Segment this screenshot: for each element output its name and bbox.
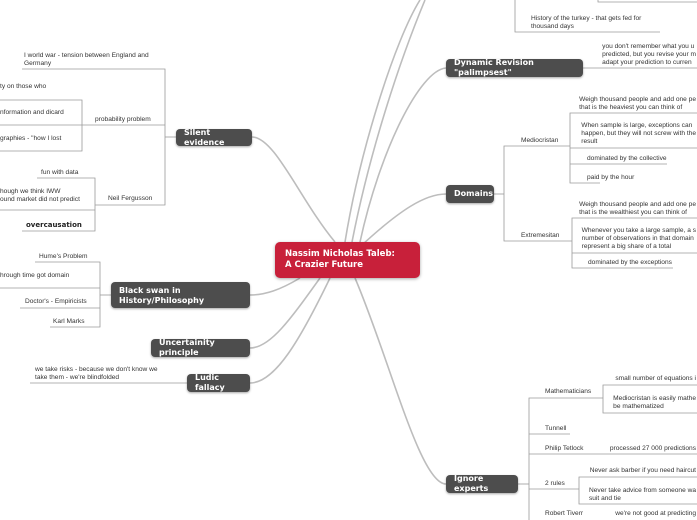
leaf-text: Mediocristan is easily mathe (613, 395, 696, 402)
topic-ignore-experts[interactable]: Ignore experts (446, 474, 518, 493)
topic-label: Dynamic Revision "palimpsest" (454, 58, 534, 77)
leaf-tunnell[interactable]: Tunnell (545, 425, 567, 433)
central-title-line1: Nassim Nicholas Taleb: (285, 249, 395, 259)
leaf-text: History of the turkey - that gets fed fo… (531, 15, 642, 22)
leaf-text: we take risks - because we don't know we (35, 366, 158, 373)
leaf-neil-fergusson[interactable]: Neil Fergusson (108, 195, 153, 203)
topic-domains[interactable]: Domains (446, 185, 494, 203)
leaf-text: I world war - tension between England an… (24, 52, 149, 59)
leaf-text: represent a big share of a total (581, 243, 672, 250)
leaf-text: number of observations in that domain (581, 235, 694, 242)
central-title-line2: A Crazier Future (285, 260, 363, 270)
leaf-text: When sample is large, exceptions can (581, 122, 693, 129)
leaf-robert-tiverr[interactable]: Robert Tiverr (545, 510, 584, 518)
topic-label: Domains (454, 189, 494, 198)
topic-black-swan[interactable]: Black swan in History/Philosophy (111, 282, 250, 308)
topic-uncertainty-principle[interactable]: Uncertainity principle (151, 338, 250, 357)
leaf-item[interactable]: ty on those who (0, 83, 47, 91)
topic-label: Uncertainity principle (159, 338, 215, 357)
leaf-mathematicians[interactable]: Mathematicians (545, 388, 592, 396)
topic-dynamic-revision[interactable]: Dynamic Revision "palimpsest" (446, 58, 583, 77)
leaf-karl-marks[interactable]: Karl Marks (53, 318, 85, 326)
leaf-text: you don't remember what you u (602, 43, 695, 50)
leaf-world-war[interactable]: I world war - tension between England an… (24, 52, 149, 68)
leaf-item[interactable]: graphies - "how I lost (0, 135, 62, 143)
leaf-text: adapt your prediction to curren (602, 59, 692, 66)
topic-label: Ludic fallacy (195, 373, 225, 392)
leaf-item[interactable]: processed 27 000 predictions (609, 445, 696, 453)
leaf-item[interactable]: small number of equations i (615, 375, 696, 383)
leaf-ludic-risks[interactable]: we take risks - because we don't know we… (35, 366, 158, 382)
leaf-overcausation[interactable]: overcausation (26, 221, 82, 229)
leaf-mediocristan[interactable]: Mediocristan (521, 137, 559, 145)
leaf-item[interactable]: hrough time got domain (0, 272, 70, 280)
leaf-2-rules[interactable]: 2 rules (545, 480, 565, 488)
topic-label: Silent evidence (184, 127, 225, 147)
leaf-item[interactable]: paid by the hour (587, 174, 635, 182)
leaf-philip-tetlock[interactable]: Philip Tetlock (545, 445, 584, 453)
leaf-text: Weigh thousand people and add one pe (579, 96, 696, 103)
leaf-turkey[interactable]: History of the turkey - that gets fed fo… (531, 15, 642, 31)
central-topic[interactable]: Nassim Nicholas Taleb: A Crazier Future (275, 242, 420, 278)
topic-label: Ignore experts (454, 474, 489, 493)
topic-ludic-fallacy[interactable]: Ludic fallacy (187, 373, 250, 392)
leaf-text: suit and tie (588, 495, 621, 502)
leaf-fun-with-data[interactable]: fun with data (41, 169, 79, 177)
leaf-text: Germany (24, 60, 52, 67)
leaf-item[interactable]: Never ask barber if you need haircut (589, 467, 696, 475)
leaf-text: predicted, but you revise your m (602, 51, 696, 58)
leaf-item[interactable]: nformation and dicard (0, 109, 64, 117)
leaf-text: that is the heaviest you can think of (579, 104, 683, 111)
leaf-extremesitan[interactable]: Extremesitan (521, 232, 560, 240)
leaf-text: Whenever you take a large sample, a s (581, 227, 696, 234)
leaf-item[interactable]: we're not good at predicting (615, 510, 696, 518)
leaf-text: result (581, 138, 598, 145)
leaf-probability-problem[interactable]: probability problem (95, 116, 151, 124)
leaf-text: hough we think IWW (0, 188, 61, 195)
leaf-text: that is the wealthiest you can think of (579, 209, 687, 216)
leaf-item[interactable]: dominated by the exceptions (588, 259, 672, 267)
leaf-doctors-empiricists[interactable]: Doctor's - Empiricists (25, 298, 87, 306)
leaf-text: thousand days (531, 23, 574, 30)
topic-label-line1: Black swan in (119, 286, 181, 295)
topic-silent-evidence[interactable]: Silent evidence (176, 127, 252, 147)
topic-label-line2: History/Philosophy (119, 296, 205, 305)
leaf-text: Never take advice from someone wa (588, 487, 696, 494)
leaf-item[interactable]: dominated by the collective (587, 155, 667, 163)
leaf-text: Weigh thousand people and add one pe (579, 201, 696, 208)
leaf-humes-problem[interactable]: Hume's Problem (39, 253, 88, 261)
leaf-text: be mathematized (613, 403, 664, 410)
leaf-text: take them - we're blindfolded (35, 374, 120, 381)
leaf-text: ound market did not predict (0, 196, 80, 203)
leaf-text: happen, but they will not screw with the (581, 130, 696, 137)
